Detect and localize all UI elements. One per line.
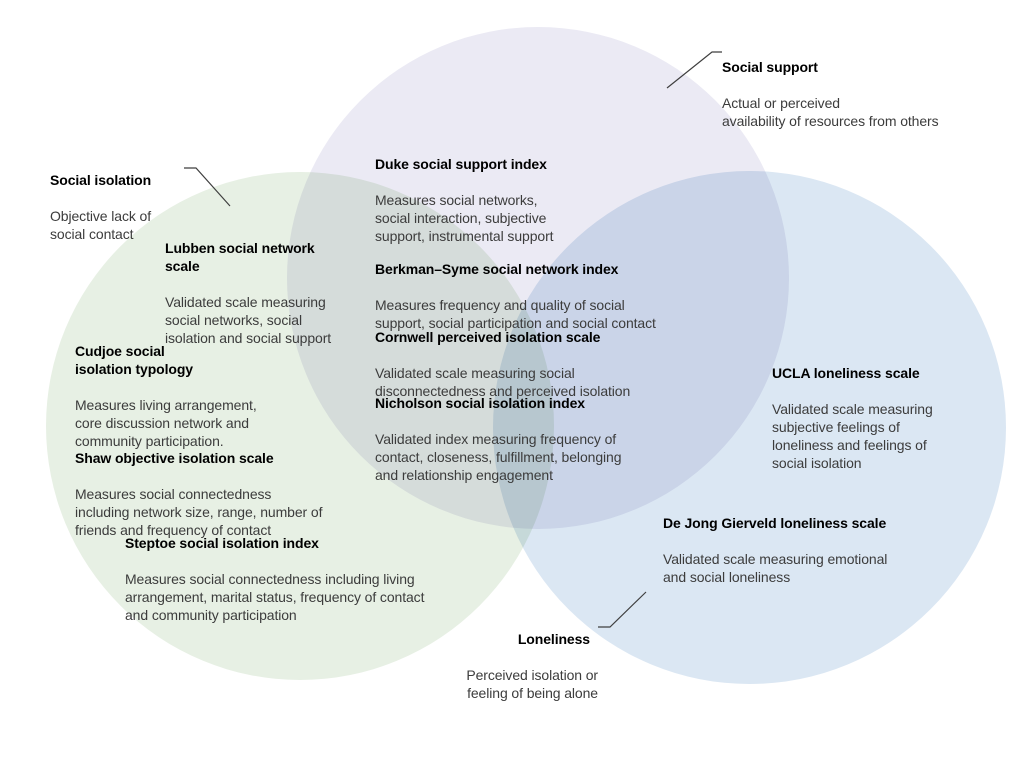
entry-title: Lubben social network scale xyxy=(165,240,315,274)
social-support-title: Social support xyxy=(722,59,818,75)
entry-shaw-objective-isolation-scale: Shaw objective isolation scale Measures … xyxy=(75,431,395,557)
loneliness-label: Loneliness Perceived isolation or feelin… xyxy=(398,612,598,720)
entry-title: Shaw objective isolation scale xyxy=(75,450,274,466)
entry-description: Measures frequency and quality of social… xyxy=(375,297,656,331)
entry-description: Validated scale measuring subjective fee… xyxy=(772,401,933,471)
entry-de-jong-gierveld-loneliness-scale: De Jong Gierveld loneliness scale Valida… xyxy=(663,496,963,604)
social-isolation-description: Objective lack of social contact xyxy=(50,208,152,242)
social-isolation-title: Social isolation xyxy=(50,172,152,188)
social-isolation-circle xyxy=(46,172,554,680)
entry-nicholson-social-isolation-index: Nicholson social isolation index Validat… xyxy=(375,376,705,502)
entry-description: Validated scale measuring social disconn… xyxy=(375,365,631,399)
entry-title: Berkman–Syme social network index xyxy=(375,261,619,277)
entry-title: Duke social support index xyxy=(375,156,547,172)
entry-title: Cornwell perceived isolation scale xyxy=(375,329,601,345)
social-support-label: Social support Actual or perceived avail… xyxy=(722,40,1002,148)
social-support-description: Actual or perceived availability of reso… xyxy=(722,95,939,129)
loneliness-title: Loneliness xyxy=(517,631,590,647)
entry-cudjoe-social-isolation-typology: Cudjoe social isolation typology Measure… xyxy=(75,324,335,468)
entry-cornwell-perceived-isolation-scale: Cornwell perceived isolation scale Valid… xyxy=(375,310,705,418)
entry-description: Measures living arrangement, core discus… xyxy=(75,397,257,449)
social-isolation-label: Social isolation Objective lack of socia… xyxy=(50,153,250,261)
entry-description: Measures social networks, social interac… xyxy=(375,192,554,244)
entry-lubben-social-network-scale: Lubben social network scale Validated sc… xyxy=(165,221,405,365)
entry-ucla-loneliness-scale: UCLA loneliness scale Validated scale me… xyxy=(772,346,1002,490)
entry-steptoe-social-isolation-index: Steptoe social isolation index Measures … xyxy=(125,516,495,642)
entry-title: UCLA loneliness scale xyxy=(772,365,920,381)
entry-title: De Jong Gierveld loneliness scale xyxy=(663,515,887,531)
entry-description: Measures social connectedness including … xyxy=(125,571,425,623)
entry-berkman-syme-social-network-index: Berkman–Syme social network index Measur… xyxy=(375,242,720,350)
loneliness-circle xyxy=(493,171,1006,684)
entry-description: Measures social connectedness including … xyxy=(75,486,323,538)
entry-title: Cudjoe social isolation typology xyxy=(75,343,193,377)
entry-title: Steptoe social isolation index xyxy=(125,535,319,551)
entry-description: Validated scale measuring emotional and … xyxy=(663,551,888,585)
entry-title: Nicholson social isolation index xyxy=(375,395,585,411)
entry-description: Validated scale measuring social network… xyxy=(165,294,332,346)
entry-description: Validated index measuring frequency of c… xyxy=(375,431,622,483)
loneliness-description: Perceived isolation or feeling of being … xyxy=(466,667,598,701)
entry-duke-social-support-index: Duke social support index Measures socia… xyxy=(375,137,675,263)
